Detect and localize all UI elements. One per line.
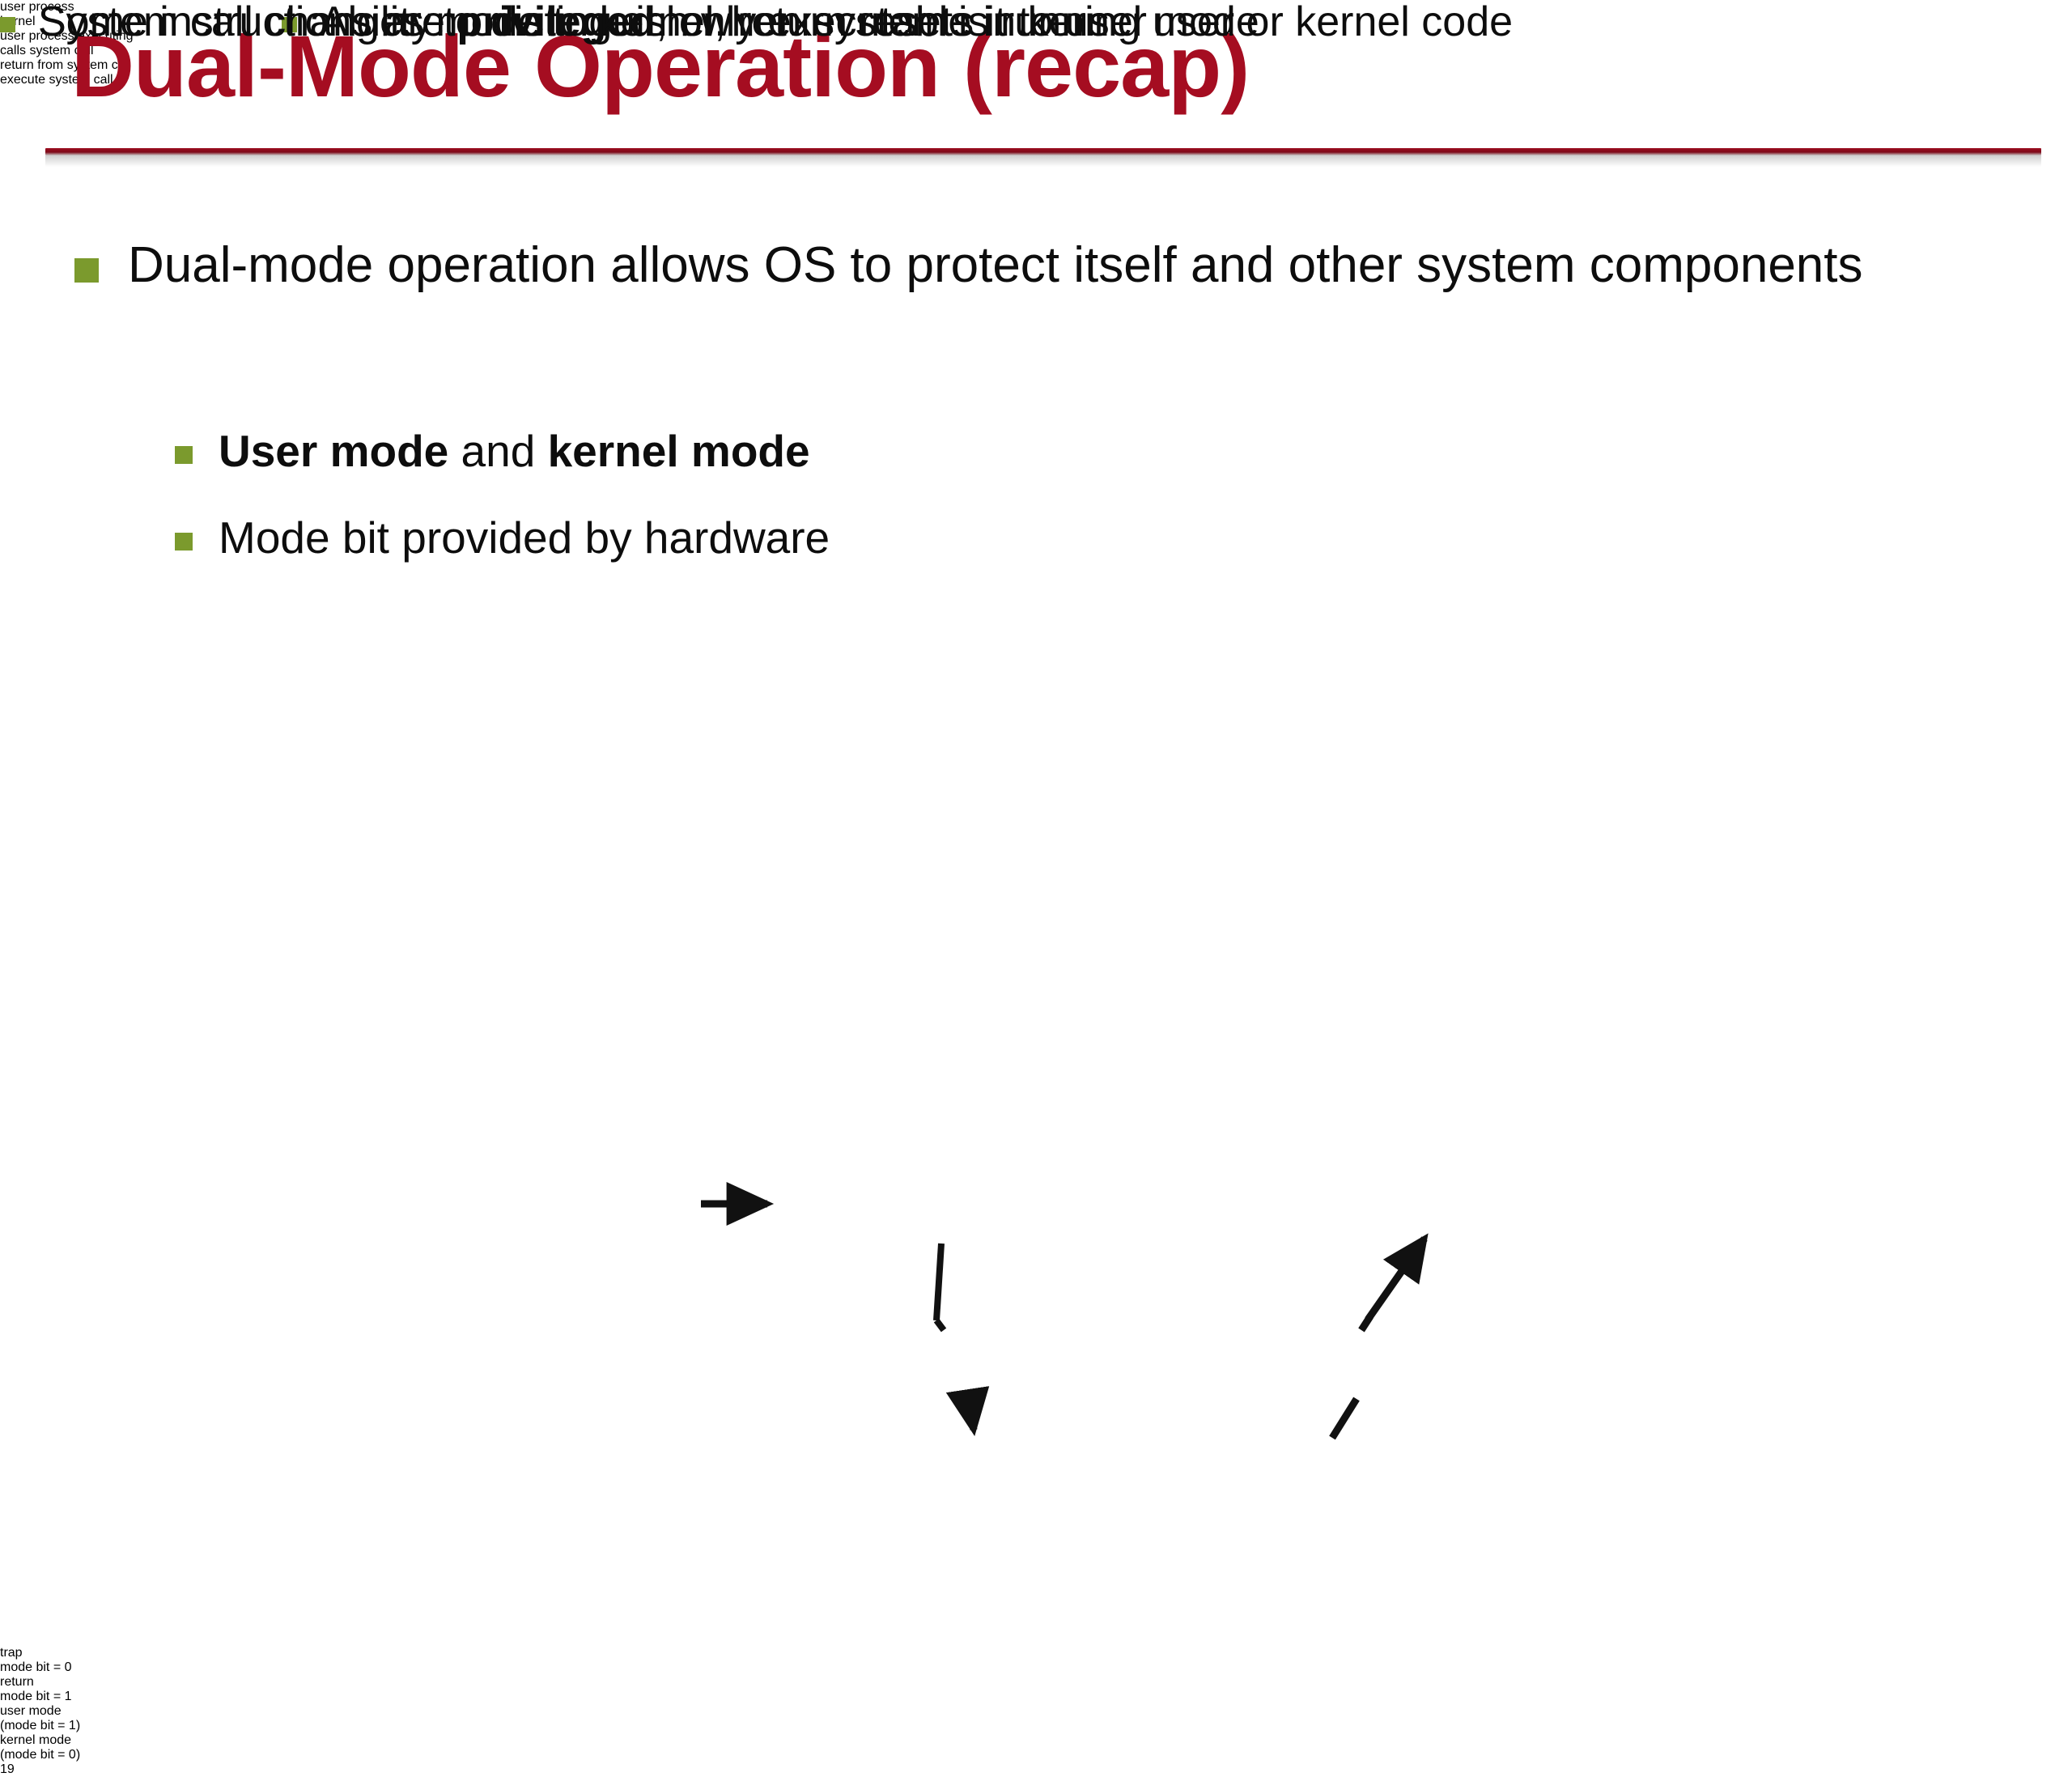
- page-number: 19: [0, 1762, 15, 1776]
- side-label-user-mode-line2: (mode bit = 1): [0, 1719, 81, 1732]
- bullet-level3-text: Some instructions are privileged, only e…: [38, 0, 1259, 45]
- annotation-trap: trap mode bit = 0: [0, 1646, 2072, 1675]
- node-execute-system-call: execute system call: [0, 73, 113, 87]
- node-return-from-system-call: return from system call: [0, 58, 131, 72]
- arrow-trap-descend-2: [933, 1318, 947, 1333]
- bullet-level3-privileged-instructions: Some instructions are privileged, only e…: [0, 0, 1259, 45]
- annotation-return-line2: mode bit = 1: [0, 1690, 72, 1703]
- bullet-level2-user-kernel-mode: User mode and kernel mode: [175, 427, 810, 474]
- bullet-marker-icon: [175, 533, 193, 551]
- bold-kernel-mode: kernel mode: [547, 426, 810, 476]
- diagram-arrows-layer: [701, 1182, 1429, 1440]
- user-process-region-label: user process: [0, 0, 74, 14]
- bullet-level1-dual-mode: Dual-mode operation allows OS to protect…: [74, 239, 1863, 292]
- annotation-trap-line2: mode bit = 0: [0, 1660, 72, 1674]
- title-underline-shadow: [45, 155, 2041, 167]
- bullet-marker-icon: [74, 258, 99, 283]
- privileged-prefix: Some instructions are: [38, 0, 457, 45]
- bold-privileged: privileged: [456, 0, 656, 45]
- bullet-level1-text: Dual-mode operation allows OS to protect…: [128, 237, 1863, 293]
- node-calls-system-call: calls system call: [0, 44, 94, 57]
- arrow-return-ascend: [1365, 1233, 1429, 1322]
- title-underline-rule: [45, 148, 2041, 155]
- side-label-kernel-mode: kernel mode (mode bit = 0): [0, 1733, 2072, 1762]
- bullet-level3-text: System call changes mode to kernel, retu…: [38, 0, 1147, 45]
- annotation-trap-line1: trap: [0, 1646, 23, 1660]
- side-label-user-mode: user mode (mode bit = 1): [0, 1704, 2072, 1733]
- annotation-return-line1: return: [0, 1675, 34, 1689]
- conjunction-and: and: [448, 426, 548, 476]
- bullet-marker-icon: [282, 17, 297, 32]
- bullet-marker-icon: [175, 446, 193, 464]
- bullet-level3-ability-distinguish: Ability to distinguish when system is ru…: [282, 0, 1513, 45]
- annotation-return: return mode bit = 1: [0, 1675, 2072, 1704]
- bullet-level2-text: Mode bit provided by hardware: [219, 512, 830, 563]
- bold-user-mode: User mode: [219, 426, 449, 476]
- bullet-marker-icon: [0, 17, 15, 32]
- arrow-trap-descend: [933, 1243, 945, 1321]
- privileged-suffix: , only executable in kernel mode: [655, 0, 1259, 45]
- node-user-process-executing: user process executing: [0, 29, 134, 43]
- arrow-trap-to-execute: [945, 1386, 990, 1437]
- page-title: Dual-Mode Operation (recap): [71, 17, 1250, 115]
- bullet-level3-text: Ability to distinguish when system is ru…: [320, 0, 1514, 45]
- bullet-level2-text: User mode and kernel mode: [219, 427, 810, 474]
- side-label-user-mode-line1: user mode: [0, 1704, 62, 1718]
- arrow-execute-to-return: [1329, 1397, 1360, 1440]
- arrow-return-ascend-lower: [1358, 1314, 1374, 1333]
- side-label-kernel-mode-line1: kernel mode: [0, 1733, 72, 1747]
- bullet-level3-system-call-mode: System call changes mode to kernel, retu…: [0, 0, 1147, 45]
- bullet-level2-mode-bit: Mode bit provided by hardware: [175, 514, 830, 561]
- side-label-kernel-mode-line2: (mode bit = 0): [0, 1748, 81, 1762]
